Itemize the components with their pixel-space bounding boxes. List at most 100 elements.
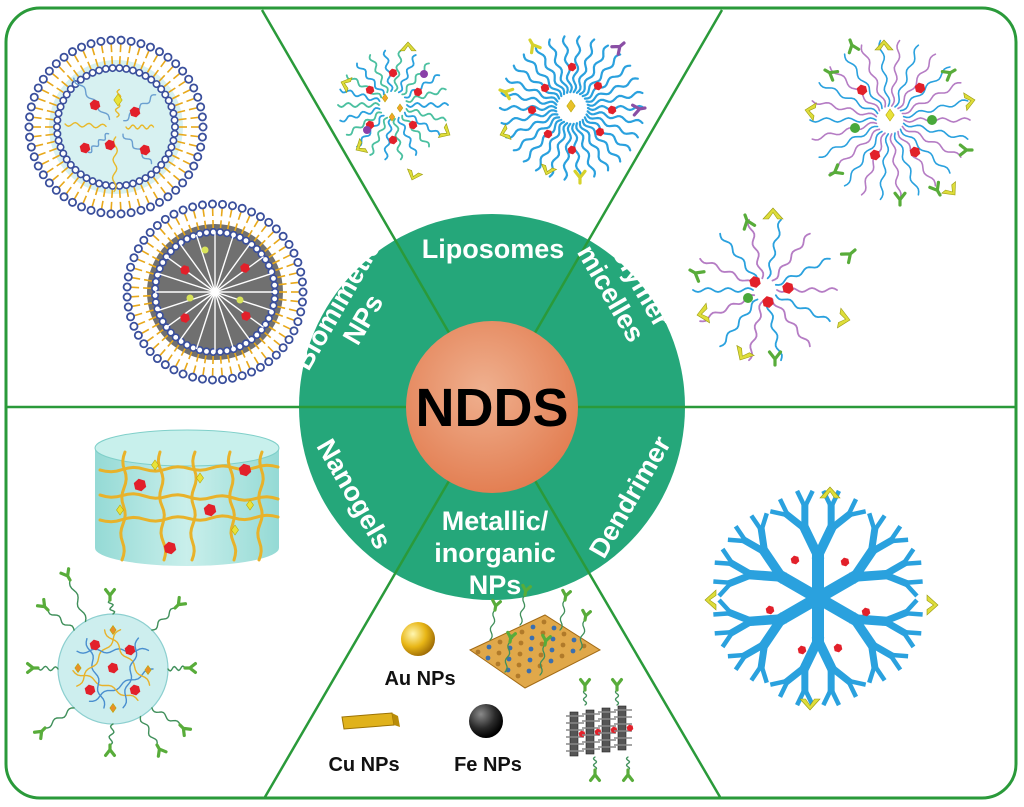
small-molecule [246,499,254,511]
dendrimer-branch [758,512,769,534]
ligand-branches [521,583,532,597]
lipid-tail [102,56,106,66]
lipid-head-inner [115,64,124,73]
lipid-tail [94,58,99,67]
targeting-ligand [437,122,451,138]
ligand-shape [704,589,717,611]
polymer-chain [901,125,962,158]
lipid-tail [173,344,180,352]
lipid-head-outer [247,207,257,217]
polymer-chain [860,44,887,108]
lipid-head-inner [155,264,164,273]
antibody-ligand [155,743,168,758]
dendrimer-branch [713,579,734,586]
au-nanoparticle [401,622,435,656]
lipid-tail [160,186,167,195]
polymer-chain [578,120,610,172]
polymer-chain [345,74,383,99]
lipid-tail [146,65,153,73]
drug-molecule [124,644,136,656]
ligand-shape [941,180,956,196]
lipid-head-outer [289,326,299,336]
lipid-tail [174,147,183,153]
gel-strand [73,77,111,121]
lipid-tail [56,160,64,167]
polymer-chain [843,53,883,110]
drug-molecule [856,84,868,96]
ligand-branches [183,662,197,674]
lipid-tail [166,181,174,188]
lipid-head-outer [271,350,281,360]
ligand-branches [839,248,857,265]
lipid-head-inner [128,66,137,75]
polymer-chain [902,122,969,140]
lipid-tail [128,45,132,54]
lipid-tail [52,94,61,100]
polymer-chain [405,87,447,103]
antibody-ligand [589,768,601,782]
polymer-chain [512,64,561,100]
polymer-chain [339,107,381,123]
lipid-head-inner [147,170,156,179]
lipid-tail [73,54,80,63]
lipid-head-outer [59,192,69,202]
lipid-tail [177,109,186,114]
surface-chain [539,644,546,676]
polymer-chain [901,82,962,115]
inorganic-nanosheet [468,583,602,689]
lipid-head-outer [197,132,207,142]
lipid-head-outer [160,360,170,370]
dendrimer-branch [727,652,749,659]
ndds-wheel: NDDS Liposomes Polymer micelles Dendrime… [288,214,685,600]
antibody-ligand [610,41,626,56]
drug-molecule [610,726,618,734]
lipid-tail [136,47,141,56]
ligand-shape [696,302,710,324]
lipid-tail [126,56,130,66]
lipid-head-inner [241,339,250,348]
lipid-head-outer [33,83,43,93]
polymer-chain [498,104,558,112]
ligand-shape [736,344,755,361]
ligand-shape [799,698,821,711]
nanosheet-plane [468,614,602,689]
lipid-head-inner [76,75,85,84]
lipid-head-inner [128,179,137,188]
lipid-head-outer [171,59,181,69]
ligand-branches [104,743,116,757]
polymer-chain [522,53,563,98]
lipid-head-outer [193,152,203,162]
lipid-head-inner [161,90,170,99]
polymer-chain [829,66,881,112]
lipid-tail [46,167,54,174]
drug-molecule [578,730,586,738]
drug-molecule [104,139,116,151]
lipid-head-outer [163,192,173,202]
lipid-head-outer [271,224,281,234]
ligand-shape [437,122,451,138]
lipid-head-inner [95,66,104,75]
lipid-tail [167,339,174,347]
lipid-tail [126,188,130,198]
lipid-tail [132,276,141,280]
lipid-tail [166,66,174,73]
lipid-tail [234,223,239,232]
dendrimer-branch [879,570,910,588]
antibody-ligand [823,68,840,82]
small-molecule [109,702,117,714]
lipid-head-outer [196,102,206,112]
lipid-tail [46,80,54,87]
lipid-tail [183,213,189,222]
lipid-head-outer [184,170,194,180]
antibody-ligand [59,567,72,582]
lipid-head-outer [188,202,198,212]
lipid-tail [259,337,266,345]
sheet-atom [475,649,481,655]
lipid-tail [35,143,44,147]
sheet-atom [560,642,566,648]
lipid-head-inner [62,90,71,99]
antibody-ligand [767,350,783,367]
lipid-head-inner [59,149,68,158]
polymer-chain [500,91,558,106]
